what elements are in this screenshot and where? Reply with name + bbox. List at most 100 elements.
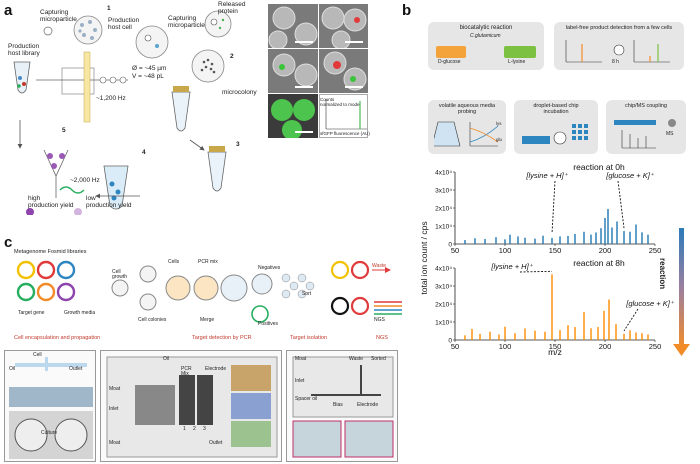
positives-label: Positives [258, 321, 279, 327]
host-library-tube-icon [13, 61, 31, 94]
glucose-annotation-arrow [617, 180, 625, 229]
y-tick-label: 1x10⁴ [435, 224, 452, 231]
y-tick-label: 0 [448, 338, 452, 345]
panel-c-workflow [16, 260, 402, 323]
step-number-4: 4 [142, 149, 146, 156]
glucose-annotation: [glucose + K]⁺ [605, 171, 655, 180]
y-tick-label: 2x10⁴ [435, 206, 452, 213]
step-encapsulation-label: Cell encapsulation and propagation [14, 335, 101, 341]
step-number-2: 2 [230, 53, 234, 60]
y-tick-label: 0 [448, 242, 452, 249]
lysine-annotation-arrow [551, 180, 556, 234]
glucose-annotation-arrow [623, 308, 639, 332]
step-detection-label: Target detection by PCR [192, 335, 252, 341]
high-yield-droplet-icon [26, 208, 34, 215]
chip2-num-2: 2 [193, 426, 196, 432]
chip2-oil-label: Oil [163, 356, 170, 362]
culture-image [9, 411, 93, 459]
fluorescence-image [268, 94, 318, 138]
chip1-oil-label: Oil [9, 366, 16, 372]
droplet-stream-image [9, 387, 93, 407]
microscopy-image [268, 4, 318, 48]
panel-a-schematic [13, 10, 232, 215]
released-protein-label: Released protein [218, 1, 246, 15]
droplet-icon [135, 25, 169, 59]
label-free-detection-title: label-free product detection from a few … [565, 25, 673, 31]
y-tick-label: 3x10⁴ [435, 188, 452, 195]
detection-time-label: 8 h [612, 59, 619, 65]
chip3-bias-label: Bias [333, 402, 343, 408]
fluorescence-histogram [318, 94, 368, 138]
y-tick-label: 1x10⁴ [435, 320, 452, 327]
microcolony-label: microcolony [222, 89, 257, 96]
label-free-detection-box: label-free product detection from a few … [554, 22, 684, 70]
organism-label: C.glutamicum [470, 33, 501, 39]
x-tick-label: 250 [649, 342, 662, 351]
chip3-waste-label: Waste [349, 356, 363, 362]
step-number-5: 5 [62, 127, 66, 134]
spectrum-title: reaction at 8h [573, 258, 625, 268]
negatives-label: Negatives [258, 265, 281, 271]
low-yield-droplet-icon [74, 208, 82, 215]
metagenome-title: Metagenome Fosmid libraries [14, 249, 87, 255]
chip2-pcr-label: PCR Mix [181, 366, 192, 378]
production-host-cell-label: Production host cell [108, 17, 140, 31]
reaction-progress-arrow [679, 228, 684, 348]
growth-media-label: Growth media [64, 310, 96, 316]
chip-ms-coupling-title: chip/MS coupling [625, 103, 667, 109]
glucose-structure-icon [436, 46, 466, 58]
encapsulation-chip-panel: Cell Oil Outlet Culture [4, 350, 96, 462]
lysine-annotation: [lysine + H]⁺ [490, 262, 533, 271]
chip-incubation-box: droplet-based chip incubation [514, 100, 598, 154]
capturing-microparticle-icon [43, 26, 53, 36]
frequency-label-2: ~2,000 Hz [70, 177, 100, 184]
microscopy-image [318, 4, 368, 48]
chip2-inlet-label: Inlet [109, 406, 119, 412]
chip1-cell-label: Cell [33, 352, 42, 358]
y-tick-label: 4x10⁴ [435, 266, 452, 273]
ngs-label: NGS [374, 317, 385, 323]
step-ngs-label: NGS [376, 335, 388, 341]
sorting-chip-panel: Moat Waste Sorted Inlet Spacer oil Bias … [286, 350, 398, 462]
ms-spectra-chart: 50 100 150 200 250 0 1x10⁴ 2x10⁴ 3x10⁴ 4x10⁴ react… [419, 162, 690, 357]
lysine-annotation: [lysine + H]⁺ [525, 171, 568, 180]
ms-label: MS [666, 131, 674, 137]
target-gene-label: Target gene [18, 310, 45, 316]
production-host-library-label: Production host library [8, 43, 40, 57]
chip3-inlet-label: Inlet [295, 378, 305, 384]
pcr-mix-label: PCR mix [198, 259, 218, 265]
chip1-culture-label: Culture [41, 430, 58, 436]
capturing-microparticle-label-2: Capturing microparticle [168, 15, 205, 29]
x-tick-label: 100 [499, 342, 512, 351]
x-tick-label: 150 [549, 342, 562, 351]
lysine-structure-icon [504, 46, 536, 58]
lysine-annotation-arrow [519, 270, 553, 273]
cells-label: Cells [168, 259, 180, 265]
microscopy-image [318, 49, 368, 93]
panel-letter-a: a [4, 2, 13, 19]
droplet-volume-label: V = ~48 pL [132, 73, 164, 80]
x-tick-label: 50 [451, 342, 459, 351]
step-number-3: 3 [236, 141, 240, 148]
chip3-moat-label: Moat [295, 356, 307, 362]
histogram-ylabel: Counts normalized to mode [320, 97, 360, 107]
spectrum-title: reaction at 0h [573, 162, 625, 172]
frequency-label-1: ~1,200 Hz [96, 95, 126, 102]
cell-growth-label: Cell growth [112, 269, 128, 281]
y-tick-label: 3x10⁴ [435, 284, 452, 291]
x-tick-label: 250 [649, 246, 662, 255]
x-tick-label: 200 [599, 246, 612, 255]
x-axis-title: m/z [548, 347, 562, 357]
glucose-annotation: [glucose + K]⁺ [625, 299, 675, 308]
biocatalytic-reaction-title: biocatalytic reaction [459, 25, 513, 31]
glu-label: glu [496, 137, 503, 142]
sort-label: Sort [302, 291, 312, 297]
step-isolation-label: Target isolation [290, 335, 327, 341]
low-yield-label: low production yield [86, 195, 132, 209]
y-tick-label: 2x10⁴ [435, 302, 452, 309]
biocatalytic-reaction-box: biocatalytic reaction C.glutamicum D-glu… [428, 22, 544, 70]
chip3-spacer-label: Spacer oil [295, 396, 318, 402]
pcr-chip-panel: Oil PCR Mix Electrode Moat Inlet Moat Ou… [100, 350, 282, 462]
chip-incubation-title: droplet-based chip incubation [533, 103, 579, 115]
chip3-sorted-label: Sorted [371, 356, 386, 362]
